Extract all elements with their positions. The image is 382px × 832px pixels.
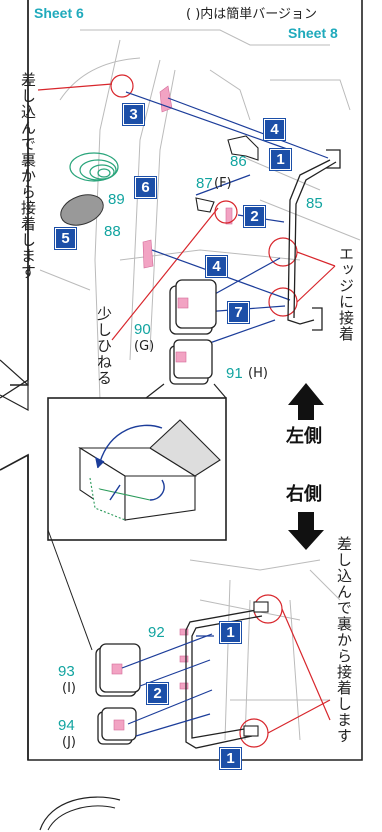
part-86-label: 86 <box>230 153 247 170</box>
step-marker-1-upper: 1 <box>270 149 291 170</box>
zoom-rotation-arrows <box>95 424 165 501</box>
lower-clip-bottom <box>243 725 259 737</box>
part-89-coil <box>69 152 119 182</box>
step-marker-6: 6 <box>135 177 156 198</box>
part-94-label: 94 <box>58 717 75 734</box>
step-marker-2-right: 2 <box>147 683 168 704</box>
sheet-label-right: Sheet 8 <box>288 25 338 41</box>
insert-glue-note-upper: 差し込んで裏から接着します <box>19 72 37 280</box>
glue-areas <box>142 85 233 690</box>
connector-lines-upper <box>125 91 329 346</box>
step-marker-4-upper: 4 <box>264 119 285 140</box>
part-88-label: 88 <box>104 223 121 240</box>
step-marker-5: 5 <box>55 228 76 249</box>
step-marker-3: 3 <box>123 104 144 125</box>
zoom-detail-drawing <box>78 419 221 522</box>
part-93-label: 93 <box>58 663 75 680</box>
lower-clip-top <box>253 601 269 613</box>
step-marker-1-right-bottom: 1 <box>220 748 241 769</box>
mirror-stay-upper <box>287 149 341 331</box>
part-90-alt-label: (G) <box>134 339 155 354</box>
right-side-label: 右側 <box>286 484 322 505</box>
step-marker-4-lower: 4 <box>206 256 227 277</box>
part-87-label: 87 <box>196 175 213 192</box>
edge-glue-note: エッジに接着 <box>337 246 355 342</box>
part-91-alt-label: (H) <box>248 366 268 381</box>
connector-lines-lower <box>121 633 214 737</box>
left-side-label: 左側 <box>286 426 322 447</box>
step-marker-1-right-top: 1 <box>220 622 241 643</box>
mirror-stay-lower <box>185 607 269 749</box>
part-94-alt-label: (J) <box>62 735 76 750</box>
vehicle-outline-lower <box>189 559 341 741</box>
part-93-alt-label: (I) <box>62 681 76 696</box>
part-87-clip <box>195 197 215 213</box>
sheet-frame-lower <box>0 359 29 412</box>
thick-arrow-up-icon <box>288 383 324 420</box>
twist-note: 少しひねる <box>95 306 113 386</box>
thick-arrow-down-icon <box>288 512 324 550</box>
insert-glue-note-lower: 差し込んで裏から接着します <box>335 536 353 744</box>
guide-lines <box>37 74 336 748</box>
part-88-disc <box>60 194 104 226</box>
part-90-mirror <box>169 279 217 335</box>
sheet-label-left: Sheet 6 <box>34 5 84 21</box>
part-85-label: 85 <box>306 195 323 212</box>
part-89-label: 89 <box>108 191 125 208</box>
version-note: ( )内は簡単バージョン <box>186 7 318 22</box>
step-marker-7: 7 <box>228 302 249 323</box>
part-91-label: 91 <box>226 365 243 382</box>
step-marker-2-upper: 2 <box>244 206 265 227</box>
part-87-alt-label: (F) <box>214 176 232 191</box>
zoom-callout-lines <box>145 383 227 399</box>
part-92-label: 92 <box>148 624 165 641</box>
bottom-partial-object <box>39 796 121 831</box>
part-90-label: 90 <box>134 321 151 338</box>
part-86-bracket <box>227 135 259 161</box>
